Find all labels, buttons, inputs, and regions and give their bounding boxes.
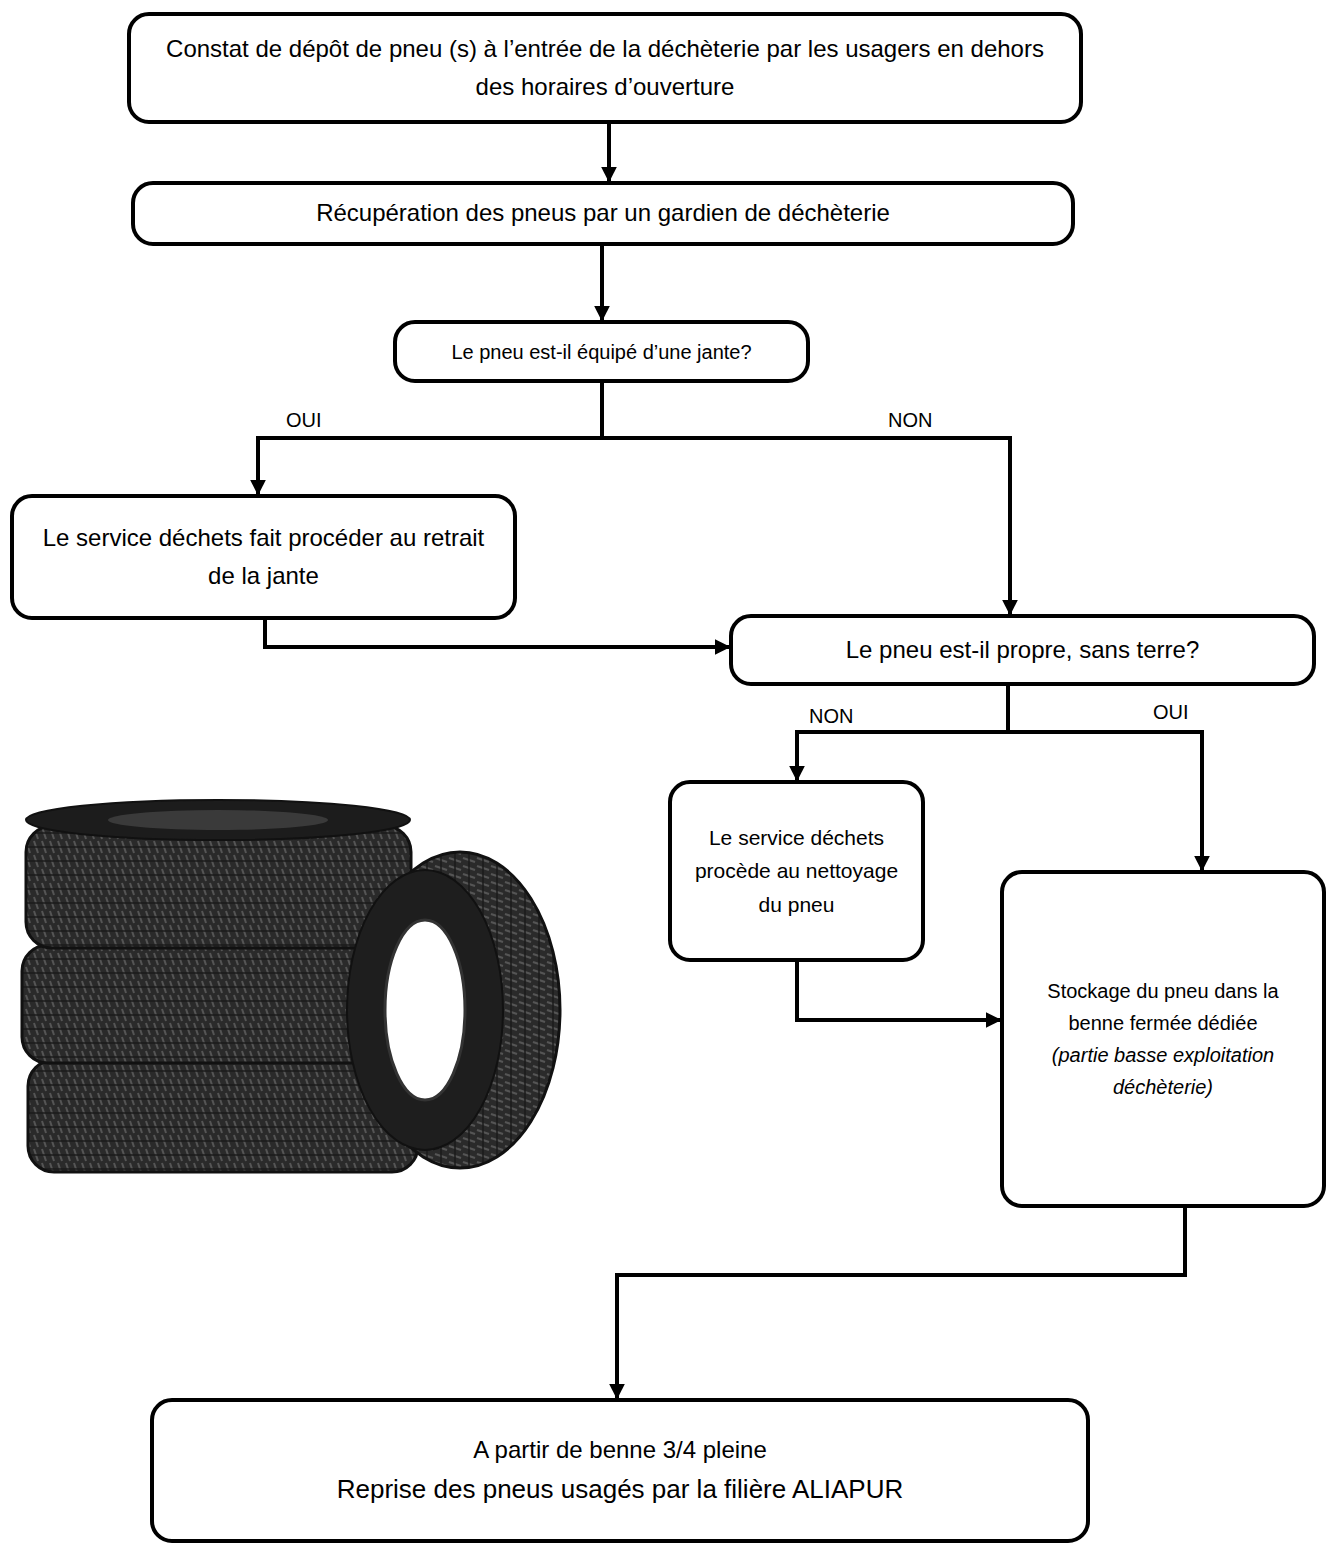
- flow-arrow: [600, 246, 604, 320]
- flow-arrow: [258, 383, 602, 494]
- box-text: Le service déchets fait procéder au retr…: [28, 519, 499, 596]
- branch-label: OUI: [1150, 700, 1192, 724]
- process-box: Le service déchets procède au nettoyage …: [668, 780, 925, 962]
- process-box: Le service déchets fait procéder au retr…: [10, 494, 517, 620]
- box-text: Stockage du pneu dans la benne fermée dé…: [1018, 975, 1308, 1039]
- box-text: Récupération des pneus par un gardien de…: [316, 194, 890, 232]
- box-text: A partir de benne 3/4 pleine: [473, 1431, 767, 1469]
- start-box: Constat de dépôt de pneu (s) à l’entrée …: [127, 12, 1083, 124]
- branch-label: OUI: [283, 408, 325, 432]
- decision-box: Le pneu est-il propre, sans terre?: [729, 614, 1316, 686]
- storage-box: Stockage du pneu dans la benne fermée dé…: [1000, 870, 1326, 1208]
- process-box: Récupération des pneus par un gardien de…: [131, 181, 1075, 246]
- flow-arrow: [617, 1208, 1185, 1398]
- box-text: Constat de dépôt de pneu (s) à l’entrée …: [145, 30, 1065, 107]
- box-subtext: Reprise des pneus usagés par la filière …: [337, 1469, 904, 1511]
- flow-arrow: [607, 124, 611, 181]
- box-text: Le pneu est-il propre, sans terre?: [846, 631, 1200, 669]
- flow-arrow: [265, 620, 729, 647]
- flow-arrow: [602, 383, 1010, 614]
- decision-box: Le pneu est-il équipé d’une jante?: [393, 320, 810, 383]
- box-text: Le pneu est-il équipé d’une jante?: [451, 336, 751, 368]
- box-subtext: (partie basse exploitation déchèterie): [1018, 1039, 1308, 1103]
- flow-arrow: [1008, 686, 1202, 870]
- branch-label: NON: [885, 408, 935, 432]
- flow-arrow: [797, 962, 1000, 1020]
- flow-arrow: [797, 686, 1008, 780]
- upright-tyre: [347, 852, 560, 1168]
- branch-label: NON: [806, 704, 856, 728]
- box-text: Le service déchets procède au nettoyage …: [686, 821, 907, 922]
- end-box: A partir de benne 3/4 pleineReprise des …: [150, 1398, 1090, 1543]
